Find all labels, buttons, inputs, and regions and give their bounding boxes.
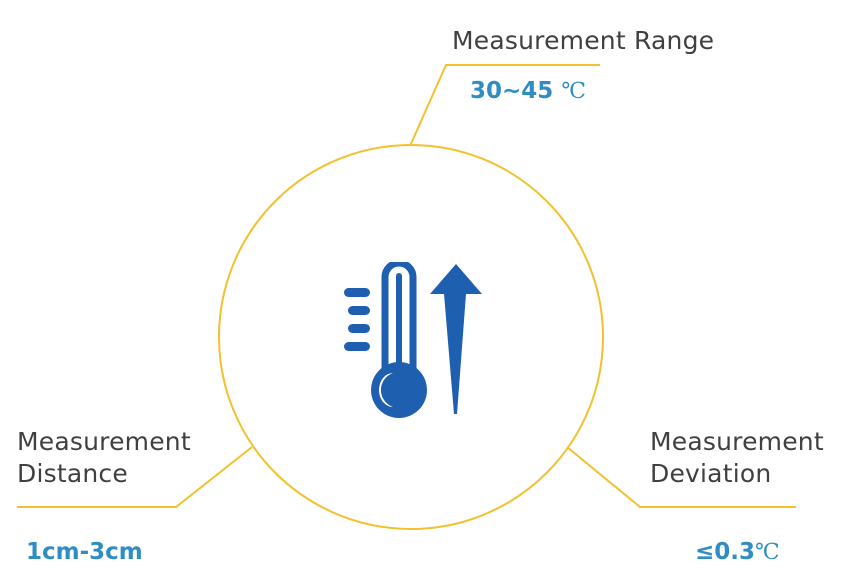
scale-tick-icon bbox=[344, 288, 370, 297]
scale-tick-icon bbox=[348, 306, 370, 315]
scale-tick-icon bbox=[344, 342, 370, 351]
measurement-distance-value: 1cm-3cm bbox=[26, 539, 143, 565]
up-arrow-icon bbox=[430, 264, 482, 414]
measurement-deviation-label: Measurement Deviation bbox=[650, 427, 824, 488]
scale-tick-icon bbox=[348, 324, 370, 333]
measurement-range-label: Measurement Range bbox=[452, 26, 715, 55]
measurement-range-value: 30~45 ℃ bbox=[470, 78, 586, 104]
thermometer-tube-icon bbox=[381, 262, 417, 378]
thermometer-bulb-icon bbox=[371, 362, 427, 418]
measurement-distance-label: Measurement Distance bbox=[17, 427, 191, 488]
connector-deviation bbox=[566, 446, 796, 508]
thermometer-with-up-arrow-icon bbox=[344, 262, 482, 418]
connector-range bbox=[409, 64, 600, 147]
connector-distance bbox=[17, 446, 253, 508]
bulb-highlight-icon bbox=[379, 373, 393, 407]
celsius-unit: ℃ bbox=[755, 540, 780, 565]
celsius-unit: ℃ bbox=[561, 79, 586, 104]
measurement-deviation-value: ≤0.3℃ bbox=[695, 539, 780, 565]
